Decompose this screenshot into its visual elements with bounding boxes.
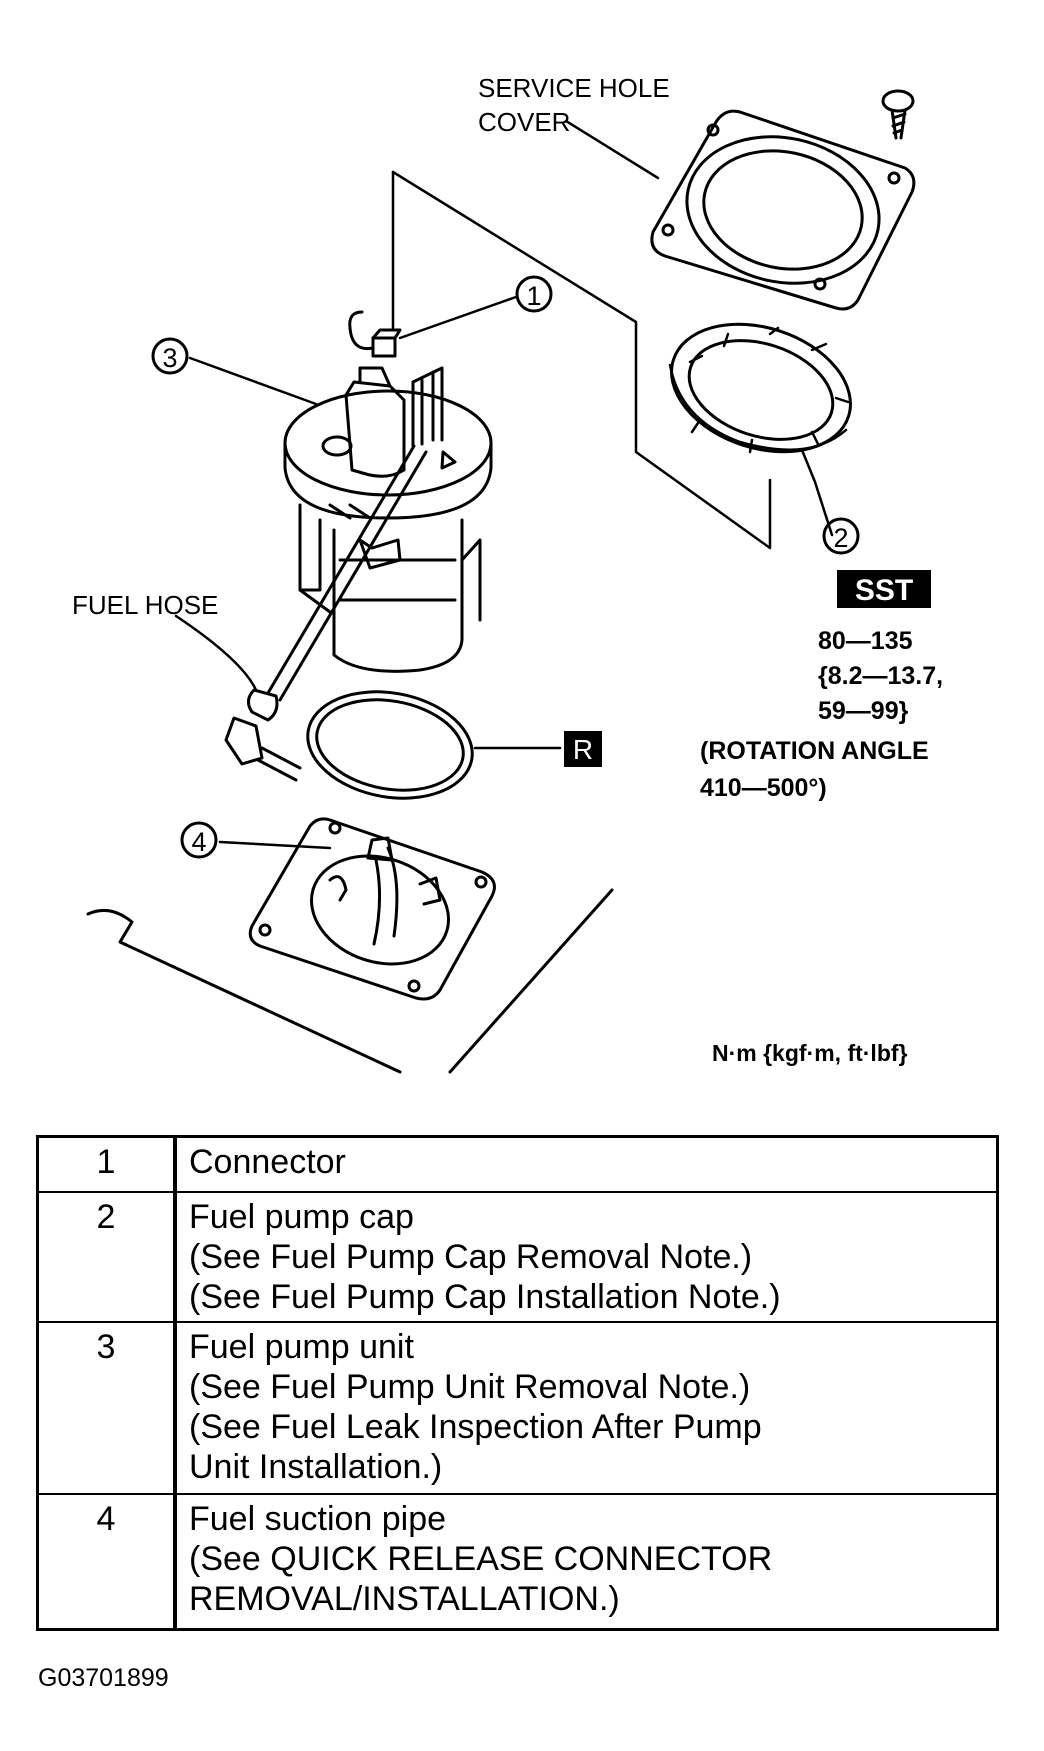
o-ring-gasket [306, 690, 474, 800]
table-row: 3 Fuel pump unit (See Fuel Pump Unit Rem… [36, 1320, 999, 1495]
pump-mount-plate [248, 817, 496, 1001]
item-description: Connector [174, 1135, 999, 1193]
description-line: REMOVAL/INSTALLATION.) [189, 1579, 620, 1618]
item-number: 4 [36, 1492, 177, 1631]
item-number: 2 [36, 1190, 177, 1323]
figure-id: G03701899 [38, 1664, 169, 1692]
fuel-hose [224, 444, 428, 782]
item-description: Fuel pump cap (See Fuel Pump Cap Removal… [174, 1190, 999, 1323]
tank-floor-outline [86, 888, 614, 1074]
torque-range-line1: 80—135 [818, 627, 913, 655]
description-line: Unit Installation.) [189, 1447, 443, 1486]
table-row: 4 Fuel suction pipe (See QUICK RELEASE C… [36, 1492, 999, 1631]
callout-2 [822, 517, 860, 555]
rotation-angle-line2: 410—500°) [700, 774, 827, 802]
callout-1-number: 1 [526, 281, 541, 311]
description-line: Fuel suction pipe [189, 1499, 447, 1538]
torque-range-line3: 59—99} [818, 697, 909, 725]
service-hole-cover [650, 109, 916, 311]
item-number: 1 [36, 1135, 177, 1193]
sst-label: SST [855, 574, 913, 607]
callout-3-number: 3 [162, 343, 177, 373]
service-hole-cover-label-line1: SERVICE HOLE [478, 73, 670, 103]
table-row: 1 Connector [36, 1135, 999, 1193]
description-line: (See Fuel Leak Inspection After Pump [189, 1407, 762, 1446]
description-line: (See QUICK RELEASE CONNECTOR [189, 1539, 773, 1578]
torque-range-line2: {8.2—13.7, [818, 662, 943, 690]
callout-3 [151, 337, 189, 375]
description-line: Connector [189, 1143, 346, 1181]
table-row: 2 Fuel pump cap (See Fuel Pump Cap Remov… [36, 1190, 999, 1323]
item-description: Fuel pump unit (See Fuel Pump Unit Remov… [174, 1320, 999, 1495]
fuel-hose-label: FUEL HOSE [72, 590, 218, 620]
replace-part-label: R [573, 734, 593, 765]
fuel-pump-unit [283, 366, 493, 673]
callout-1 [515, 275, 553, 313]
item-description: Fuel suction pipe (See QUICK RELEASE CON… [174, 1492, 999, 1631]
replace-part-badge: R [564, 731, 602, 767]
item-number: 3 [36, 1320, 177, 1495]
rotation-angle-line1: (ROTATION ANGLE [700, 737, 929, 765]
description-line: Fuel pump cap [189, 1197, 414, 1236]
description-line: (See Fuel Pump Cap Installation Note.) [189, 1277, 781, 1316]
exploded-view-diagram: 1 2 3 4 SERVICE HOLE COVER FUEL HOSE SST… [72, 73, 943, 1074]
leader-lines [174, 119, 834, 850]
service-hole-cover-label-line2: COVER [478, 107, 570, 137]
alignment-lines [391, 170, 772, 550]
callout-4 [180, 821, 218, 859]
description-line: (See Fuel Pump Unit Removal Note.) [189, 1367, 751, 1406]
connector-icon [348, 310, 402, 358]
description-line: (See Fuel Pump Cap Removal Note.) [189, 1237, 753, 1276]
fuel-pump-cap [668, 322, 852, 454]
callout-4-number: 4 [191, 827, 206, 857]
description-line: Fuel pump unit [189, 1327, 414, 1366]
sst-badge: SST [837, 570, 931, 608]
parts-reference-table: 1 Connector 2 Fuel pump cap (See Fuel Pu… [36, 1135, 999, 1631]
torque-units-label: N·m {kgf·m, ft·lbf} [712, 1040, 908, 1066]
screw-icon [881, 89, 915, 140]
callout-2-number: 2 [833, 523, 848, 553]
